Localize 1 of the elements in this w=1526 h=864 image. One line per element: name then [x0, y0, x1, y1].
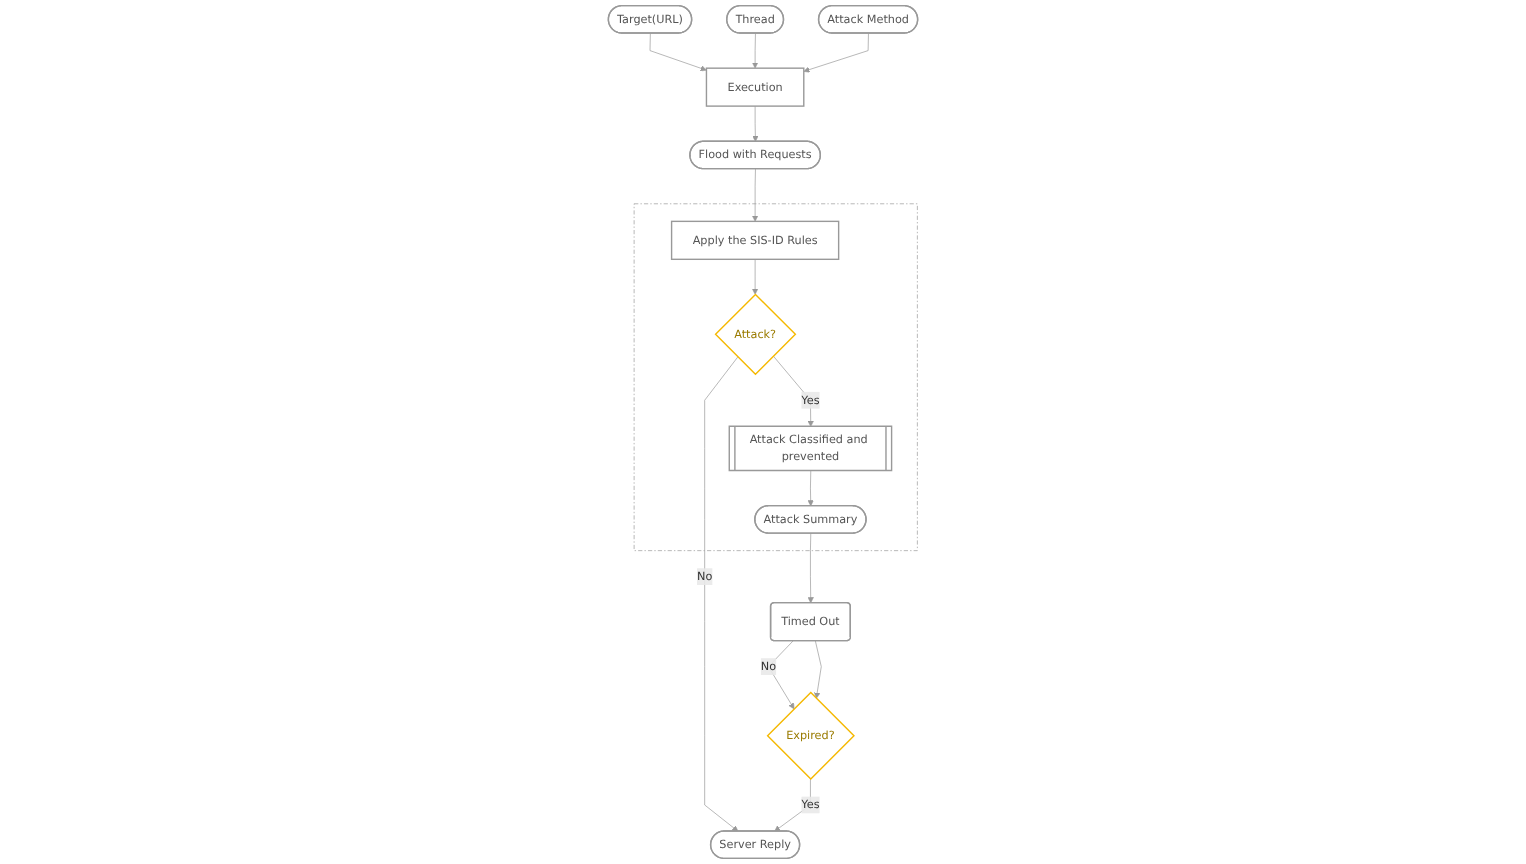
cluster	[633, 203, 918, 551]
